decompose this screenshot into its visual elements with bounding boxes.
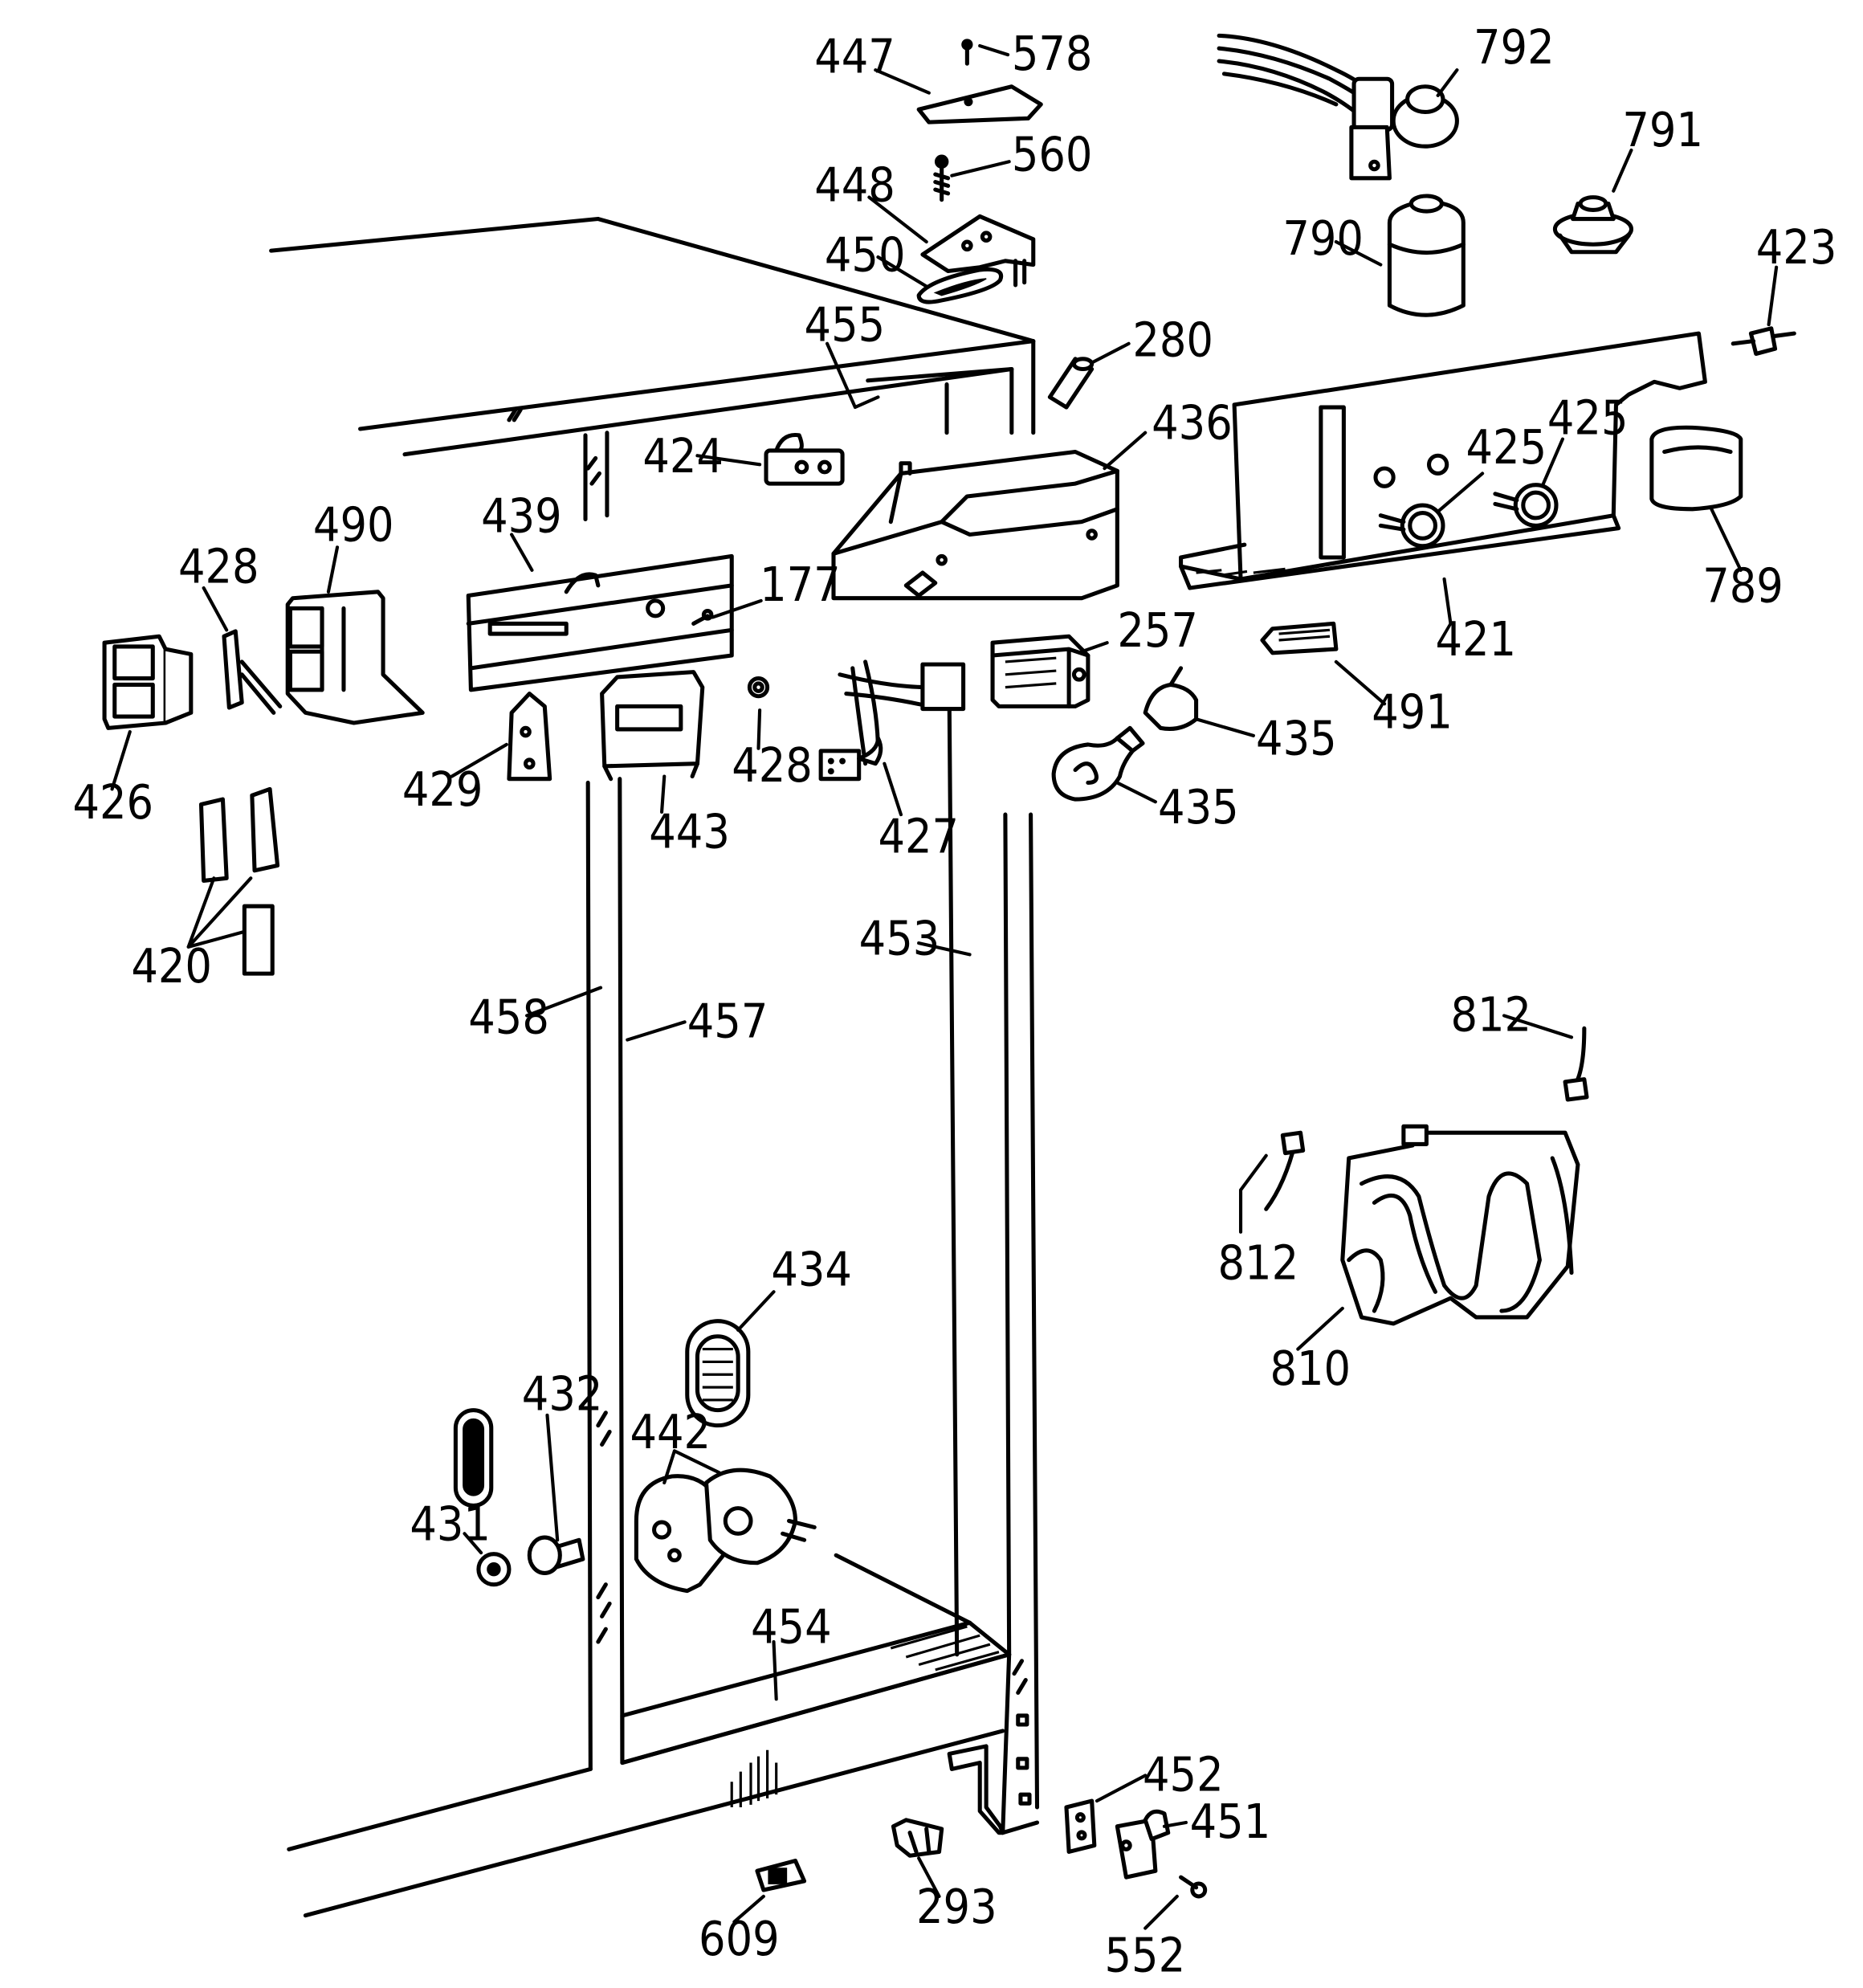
callout-431: 431 (410, 1496, 491, 1551)
part-421-panel (1179, 331, 1707, 590)
part-451-hinge (1115, 1809, 1171, 1880)
callout-439: 439 (481, 488, 562, 543)
callout-280: 280 (1132, 313, 1213, 368)
callout-436: 436 (1152, 396, 1233, 451)
callout-434: 434 (771, 1242, 852, 1296)
callout-425-a: 425 (1466, 420, 1547, 475)
part-578-screw (961, 39, 973, 66)
callout-labels: 447 578 792 560 791 448 790 450 423 455 … (72, 20, 1837, 1982)
callout-435-b: 435 (1158, 780, 1239, 835)
callout-453: 453 (859, 911, 940, 965)
callout-447: 447 (814, 29, 895, 84)
part-293-clip (891, 1818, 944, 1858)
part-426-switch (102, 634, 194, 730)
part-443-bracket (600, 670, 705, 782)
part-436-control-housing (831, 449, 1119, 601)
callout-455: 455 (805, 298, 886, 353)
part-431-bushing (476, 1552, 512, 1587)
part-439-rail (466, 553, 734, 692)
part-792-valve (1217, 33, 1459, 181)
callout-454: 454 (751, 1600, 832, 1655)
callout-426: 426 (72, 775, 153, 830)
part-447-cover (916, 84, 1043, 125)
part-425-knob (1378, 483, 1559, 549)
part-428-clip (222, 629, 283, 715)
callout-429: 429 (402, 762, 483, 817)
callout-424: 424 (642, 429, 724, 484)
part-791-cap (1552, 195, 1634, 255)
callout-432: 432 (522, 1367, 603, 1422)
callout-423: 423 (1756, 220, 1837, 275)
callout-490: 490 (313, 497, 394, 552)
cabinet-frame (269, 217, 1040, 1918)
part-448-hinge (920, 214, 1036, 288)
part-452-plate (1064, 1798, 1097, 1854)
callout-425-b: 425 (1547, 390, 1629, 445)
callout-491: 491 (1372, 684, 1453, 739)
part-812-tube (1264, 1026, 1589, 1211)
callout-450: 450 (825, 228, 906, 283)
part-435-socket (1143, 666, 1199, 731)
part-257-timer (990, 634, 1090, 708)
part-420-clips (198, 786, 280, 976)
part-560-screw (933, 154, 951, 202)
part-450-shim (916, 267, 1004, 304)
callout-257: 257 (1117, 603, 1198, 658)
part-423-connector (1731, 326, 1796, 357)
callout-451: 451 (1190, 1794, 1271, 1849)
callout-552: 552 (1104, 1928, 1185, 1982)
callout-560: 560 (1012, 127, 1093, 182)
part-552-screw (1179, 1875, 1208, 1899)
callout-442: 442 (630, 1405, 711, 1459)
part-790-filter (1387, 194, 1466, 317)
callout-457: 457 (687, 994, 768, 1048)
callout-812-a: 812 (1450, 987, 1531, 1042)
part-432-bushing (527, 1535, 585, 1575)
callout-790: 790 (1282, 211, 1364, 266)
callout-421: 421 (1435, 612, 1516, 667)
callout-578: 578 (1012, 27, 1093, 81)
part-609-connector (755, 1859, 807, 1892)
callout-448: 448 (814, 157, 895, 212)
callout-443: 443 (649, 804, 730, 859)
part-434-grommet (685, 1319, 751, 1428)
callout-435-a: 435 (1256, 712, 1337, 766)
callout-177: 177 (760, 557, 841, 612)
callout-791: 791 (1622, 103, 1703, 157)
part-oval-grommet (453, 1408, 494, 1508)
callout-458: 458 (468, 990, 549, 1045)
callout-810: 810 (1270, 1341, 1351, 1396)
callout-420: 420 (131, 939, 212, 994)
callout-789: 789 (1702, 558, 1784, 613)
part-429-bracket (507, 692, 552, 782)
part-789-cover (1649, 425, 1743, 512)
part-427-harness (818, 659, 966, 782)
part-491-light-lens (1260, 621, 1339, 655)
callout-293: 293 (916, 1880, 997, 1934)
callout-452: 452 (1143, 1747, 1224, 1802)
callout-812-b: 812 (1218, 1235, 1299, 1290)
callout-427: 427 (878, 810, 959, 864)
callout-428-a: 428 (178, 540, 259, 594)
part-424-switch (764, 432, 845, 486)
part-280-tube (1047, 357, 1095, 410)
callout-609: 609 (699, 1912, 780, 1966)
part-435-bulb (1051, 725, 1145, 802)
part-810-heater (1340, 1124, 1580, 1326)
part-428-gear (747, 676, 770, 699)
part-490-housing (285, 590, 425, 725)
callout-428-b: 428 (732, 738, 813, 793)
part-442-damper (634, 1468, 817, 1594)
part-177-screw (691, 609, 714, 626)
callout-792: 792 (1474, 20, 1555, 75)
leader-lines (110, 43, 1779, 1930)
